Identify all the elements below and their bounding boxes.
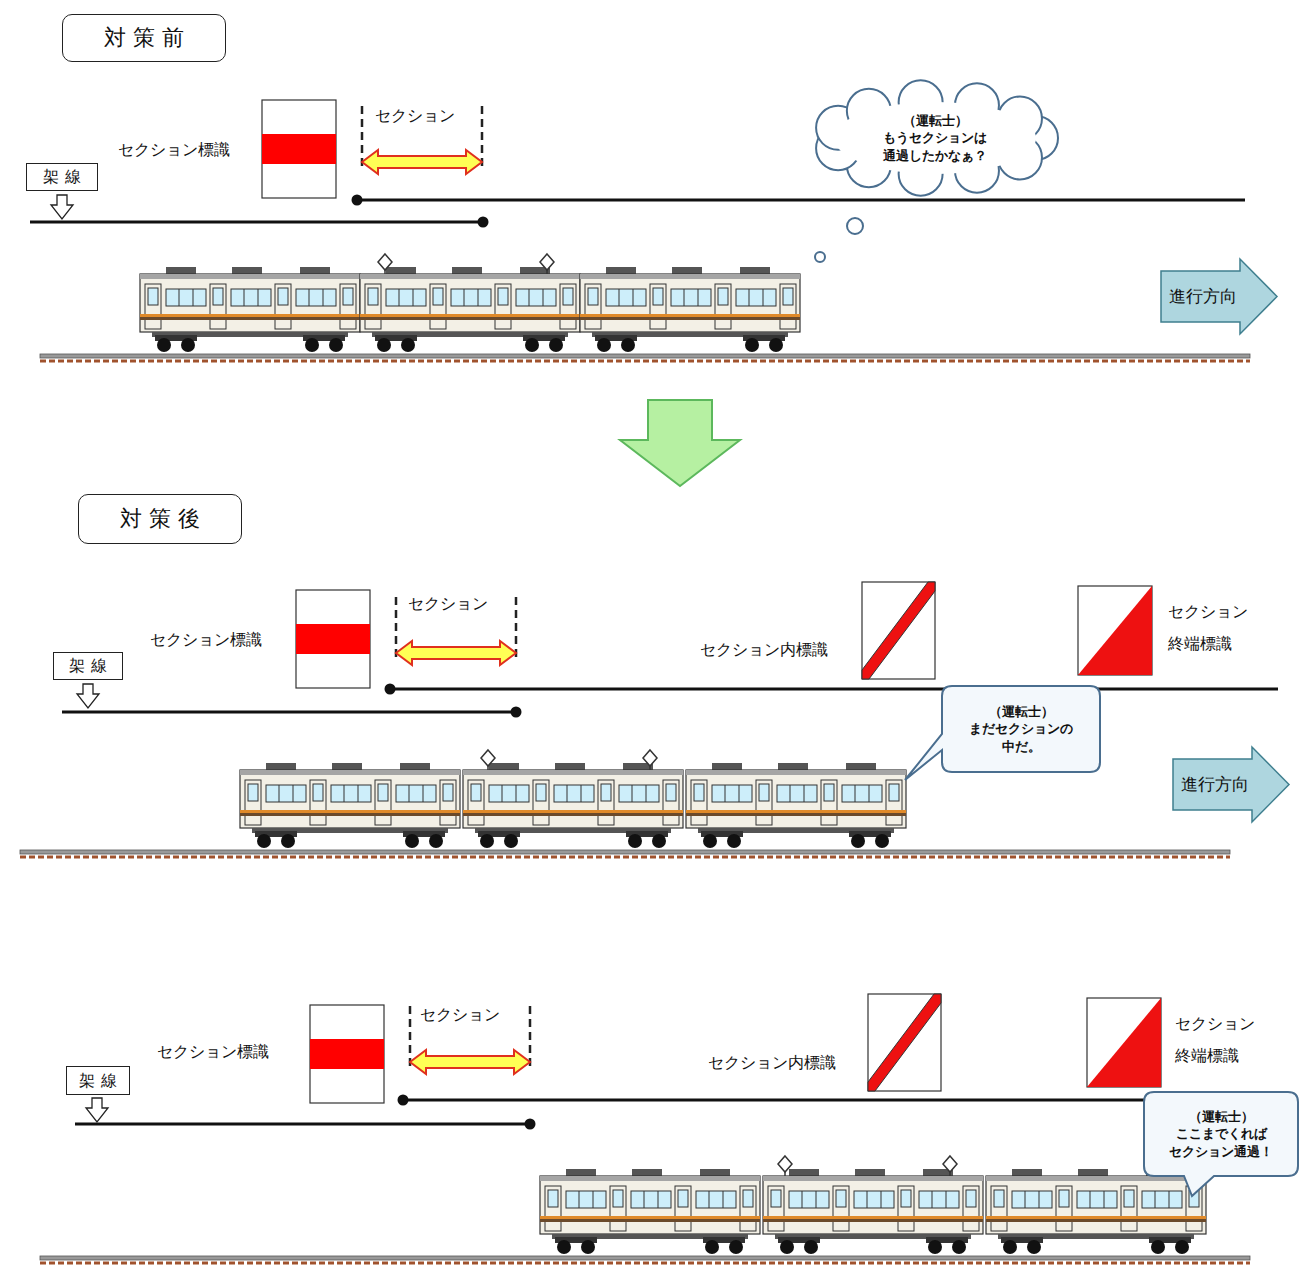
node-text: 進行方向 [1169, 285, 1237, 308]
pantograph [643, 750, 657, 770]
speech-text: まだセクションの 中だ。 [956, 720, 1086, 755]
pantograph [481, 750, 495, 770]
overhead-wire [357, 199, 1245, 202]
train-car [240, 763, 460, 848]
train-car [360, 267, 580, 352]
pointer-arrow [86, 1098, 108, 1122]
in-section-sign [862, 582, 935, 679]
rail-track [40, 1256, 1250, 1263]
sign-label: セクション標識 [157, 1042, 269, 1063]
section-sign [296, 590, 370, 688]
speech-callout: （運転士）ここまでくれば セクション通過！ [1144, 1092, 1298, 1176]
text-group: （運転士）まだセクションの 中だ。 [956, 703, 1086, 756]
sign-label: セクション内標識 [700, 640, 828, 661]
wire-end [478, 217, 489, 228]
node-text: 架 線 [69, 655, 106, 677]
node-text: 進行方向 [1181, 773, 1249, 796]
section-span-arrow [410, 1006, 530, 1074]
section-end-sign [1087, 998, 1161, 1087]
pantograph [378, 254, 392, 274]
train-car [540, 1169, 760, 1254]
pointer-arrow [77, 684, 99, 708]
train-car [763, 1169, 983, 1254]
speaker-label: （運転士） [989, 703, 1054, 721]
text-group: 架 線 [43, 166, 80, 188]
text-group: 進行方向 [1181, 773, 1249, 796]
text-group: 架 線 [69, 655, 106, 677]
speech-callout: （運転士）まだセクションの 中だ。 [942, 686, 1100, 772]
callout-shape [905, 686, 1100, 780]
wire-end [511, 707, 522, 718]
text-group: 架 線 [79, 1070, 116, 1092]
pantograph [778, 1156, 792, 1176]
sign-label: セクション内標識 [708, 1053, 836, 1074]
wire-end [398, 1095, 409, 1106]
text-group: 進行方向 [1169, 285, 1237, 308]
sign-label: セクション [375, 106, 455, 127]
text-group: 対 策 後 [120, 504, 200, 534]
sign-label: セクション [408, 594, 488, 615]
speech-text: もうセクションは 通過したかなぁ？ [870, 129, 1000, 164]
rail-track [40, 354, 1250, 361]
direction-arrow: 進行方向 [1160, 258, 1278, 335]
sign-label: セクション 終端標識 [1168, 596, 1268, 660]
section-sign [262, 100, 336, 198]
sign-label: セクション標識 [118, 140, 230, 161]
text-group: （運転士）もうセクションは 通過したかなぁ？ [870, 112, 1000, 165]
sign-label: セクション標識 [150, 630, 262, 651]
overhead-wire [403, 1099, 1240, 1102]
sign-label: セクション 終端標識 [1175, 1008, 1275, 1072]
direction-arrow: 進行方向 [1172, 746, 1290, 823]
pointer-arrow [51, 195, 73, 219]
sign-label: セクション [420, 1005, 500, 1026]
rail-track [20, 850, 1230, 857]
pantograph [540, 254, 554, 274]
speaker-label: （運転士） [1189, 1108, 1254, 1126]
label-box: 対 策 前 [62, 14, 226, 62]
thought-bubble [847, 218, 863, 234]
cloud-fill [834, 102, 1036, 174]
label-box: 架 線 [66, 1066, 130, 1095]
thought-cloud: （運転士）もうセクションは 通過したかなぁ？ [812, 84, 1058, 192]
label-box: 対 策 後 [78, 494, 242, 544]
text-group: （運転士）ここまでくれば セクション通過！ [1156, 1108, 1286, 1161]
arrow-shape [1161, 259, 1277, 334]
train-car [463, 763, 683, 848]
section-sign [310, 1005, 384, 1103]
label-box: 架 線 [26, 163, 98, 191]
overhead-wire [30, 221, 483, 224]
train-car [986, 1169, 1206, 1254]
callout-shape [1144, 1092, 1298, 1196]
node-text: 対 策 前 [104, 23, 184, 53]
node-text: 対 策 後 [120, 504, 200, 534]
train-car [580, 267, 800, 352]
thought-bubble [815, 252, 825, 262]
train-car [686, 763, 906, 848]
train-car [140, 267, 360, 352]
section-end-sign [1078, 586, 1152, 675]
wire-end [385, 684, 396, 695]
speaker-label: （運転士） [903, 112, 968, 130]
wire-end [525, 1119, 536, 1130]
speech-text: ここまでくれば セクション通過！ [1156, 1125, 1286, 1160]
overhead-wire [390, 688, 1278, 691]
pantograph [943, 1156, 957, 1176]
wire-end [352, 195, 363, 206]
text-group: 対 策 前 [104, 23, 184, 53]
overhead-wire [62, 711, 516, 714]
arrow-shape [1173, 747, 1289, 822]
in-section-sign [868, 994, 941, 1091]
transition-arrow [620, 400, 740, 486]
overhead-wire [75, 1123, 530, 1126]
label-box: 架 線 [53, 652, 123, 680]
section-span-arrow [362, 106, 482, 174]
node-text: 架 線 [43, 166, 80, 188]
node-text: 架 線 [79, 1070, 116, 1092]
